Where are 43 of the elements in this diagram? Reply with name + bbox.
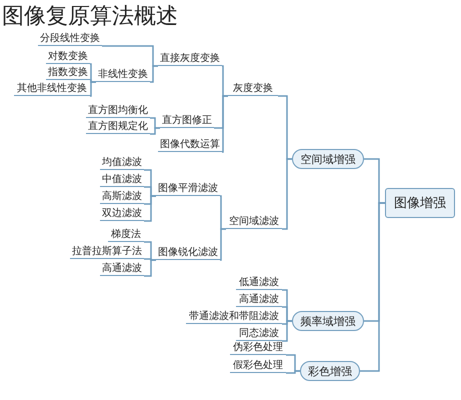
connector-line: [150, 127, 160, 135]
connector-line: [144, 259, 156, 277]
branch-label: 低通滤波: [236, 276, 282, 290]
central-topic-box: 图像增强: [385, 188, 455, 218]
branch-label: 灰度变换: [228, 82, 278, 96]
topic-pill: 空间域增强: [292, 149, 364, 169]
branch-label: 同态滤波: [236, 327, 282, 341]
branch-label: 高通滤波: [236, 293, 282, 307]
connector-line: [222, 95, 228, 153]
branch-label: 直方图均衡化: [86, 104, 150, 118]
branch-label: 空间域滤波: [226, 215, 282, 229]
connector-line: [144, 195, 156, 222]
branch-label: 图像锐化滤波: [156, 246, 220, 260]
branch-label: 分段线性变换: [38, 32, 102, 46]
connector-line: [282, 158, 292, 230]
branch-label: 图像平滑滤波: [156, 182, 220, 196]
title: 图像复原算法概述: [2, 3, 178, 31]
connector-line: [220, 228, 226, 261]
branch-label: 双边滤波: [100, 207, 144, 221]
topic-pill: 彩色增强: [300, 361, 360, 381]
branch-label: 高通滤波: [100, 262, 144, 276]
connector-line: [282, 320, 292, 342]
branch-label: 拉普拉斯算子法: [70, 245, 144, 259]
branch-label: 假彩色处理: [230, 359, 286, 373]
branch-label: 带通滤波和带阻滤波: [186, 310, 282, 324]
connector-line: [286, 370, 300, 374]
connector-line: [150, 65, 158, 83]
branch-label: 直方图规定化: [86, 120, 150, 134]
branch-label: 直方图修正: [160, 114, 214, 128]
branch-label: 图像代数运算: [158, 138, 222, 152]
branch-label: 梯度法: [108, 228, 144, 242]
branch-label: 伪彩色处理: [230, 341, 286, 355]
branch-label: 直接灰度变换: [158, 52, 222, 66]
branch-label: 对数变换: [46, 50, 90, 64]
branch-label: 均值滤波: [100, 156, 144, 170]
connector-line: [90, 81, 96, 97]
connector-line: [360, 202, 385, 372]
branch-label: 中值滤波: [100, 173, 144, 187]
topic-pill: 频率域增强: [292, 311, 364, 331]
branch-label: 高斯滤波: [100, 190, 144, 204]
branch-label: 非线性变换: [96, 68, 150, 82]
branch-label: 其他非线性变换: [14, 82, 90, 96]
branch-label: 指数变换: [46, 66, 90, 80]
